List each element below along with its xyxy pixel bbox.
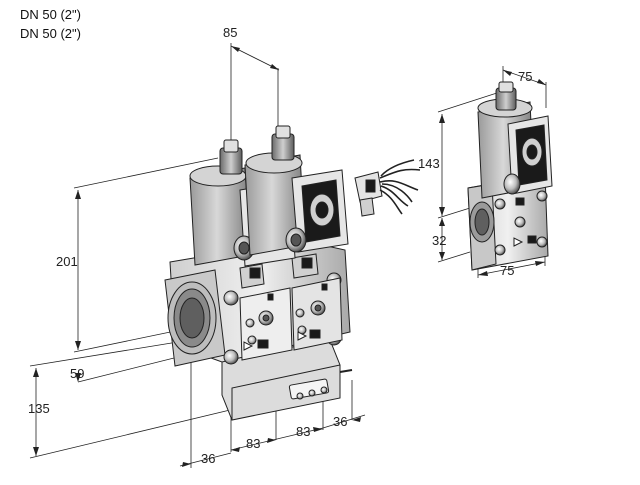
dimension-arrows-right: [439, 70, 546, 276]
dim-label-32: 32: [432, 233, 447, 248]
dim-label-36-right: 36: [333, 414, 348, 429]
single-valve: [467, 81, 553, 271]
dim-label-36-left: 36: [201, 451, 216, 466]
dim-label-143: 143: [418, 156, 440, 171]
dim-label-201: 201: [56, 254, 78, 269]
double-valve-assembly: [164, 125, 353, 421]
dim-label-85: 85: [223, 25, 238, 40]
header-line-1: DN 50 (2"): [20, 7, 81, 22]
dim-label-75-bottom: 75: [500, 263, 515, 278]
dim-label-75-top: 75: [518, 69, 533, 84]
header-line-2: DN 50 (2"): [20, 26, 81, 41]
dim-label-83-a: 83: [246, 436, 261, 451]
dimension-arrows: [33, 46, 361, 467]
plug-connector: [354, 159, 421, 217]
dim-label-83-b: 83: [296, 424, 311, 439]
dim-label-59: 59: [70, 366, 85, 381]
dim-label-135: 135: [28, 401, 50, 416]
